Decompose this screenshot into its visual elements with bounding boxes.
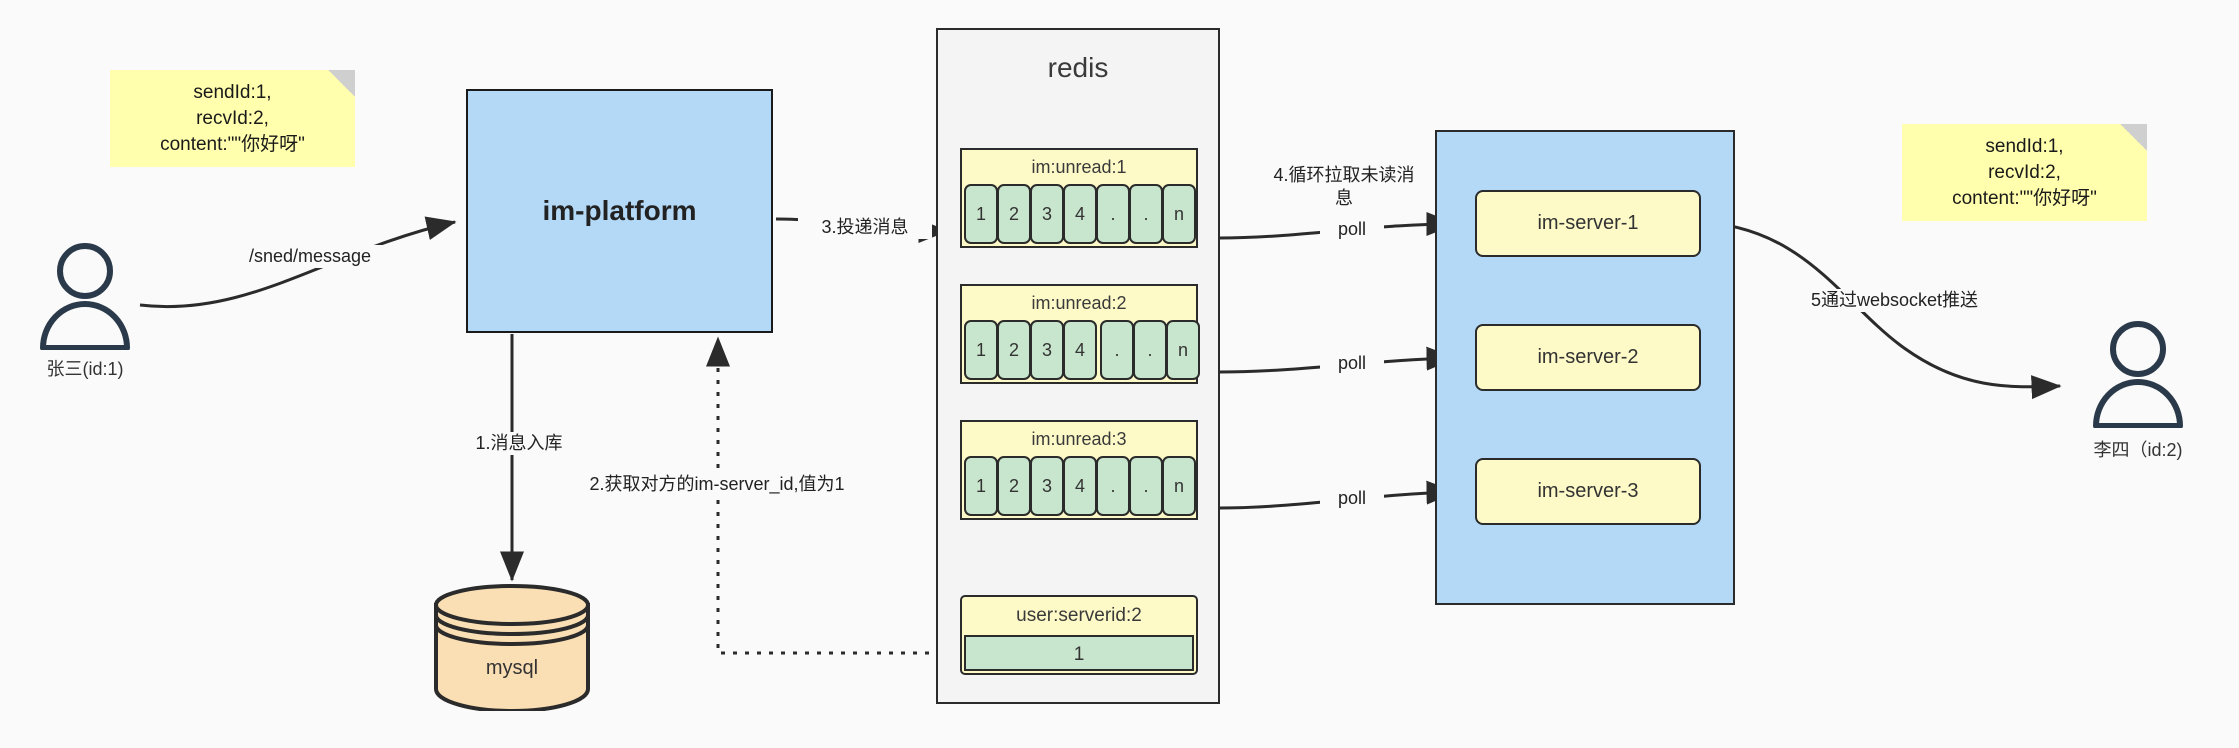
redis-cell: n [1162, 456, 1196, 516]
redis-cell: . [1133, 320, 1167, 380]
redis-cell: 2 [997, 320, 1031, 380]
actor-sender-label: 张三(id:1) [46, 359, 124, 379]
actor-receiver-label: 李四（id:2) [2093, 440, 2183, 460]
redis-key-unread-1-cells: 1 2 3 4 . . n [962, 184, 1196, 244]
redis-key-unread-3-cells: 1 2 3 4 . . n [962, 456, 1196, 516]
edge-label-step3: 3.投递消息 [798, 216, 932, 239]
note-receiver-payload-text: sendId:1, recvId:2, content:""你好呀" [1952, 135, 2097, 209]
redis-cell: 3 [1030, 184, 1064, 244]
redis-cell: 4 [1063, 456, 1097, 516]
redis-cell: 3 [1030, 320, 1064, 380]
redis-key-unread-3[interactable]: im:unread:3 1 2 3 4 . . n [960, 420, 1198, 520]
redis-cell: 4 [1063, 184, 1097, 244]
redis-key-unread-3-label: im:unread:3 [1031, 429, 1127, 449]
edge-label-step2: 2.获取对方的im-server_id,值为1 [570, 473, 864, 496]
node-im-server-3[interactable]: im-server-3 [1475, 458, 1701, 525]
redis-cell: 4 [1063, 320, 1097, 380]
redis-key-user-serverid[interactable]: user:serverid:2 1 [960, 595, 1198, 675]
person-icon [2093, 321, 2183, 429]
redis-key-unread-2-label: im:unread:2 [1031, 293, 1127, 313]
note-sender-payload: sendId:1, recvId:2, content:""你好呀" [110, 70, 355, 167]
redis-cell: . [1096, 456, 1130, 516]
redis-key-unread-2-cells: 1 2 3 4 . . n [962, 320, 1200, 380]
redis-cell: . [1129, 184, 1163, 244]
note-sender-payload-text: sendId:1, recvId:2, content:""你好呀" [160, 81, 305, 155]
edge-label-step1: 1.消息入库 [442, 432, 596, 455]
actor-sender [30, 240, 140, 351]
redis-key-unread-1[interactable]: im:unread:1 1 2 3 4 . . n [960, 148, 1198, 248]
redis-cell: . [1096, 184, 1130, 244]
edge-label-step4: 4.循环拉取未读消 息 [1254, 164, 1434, 210]
redis-key-unread-2[interactable]: im:unread:2 1 2 3 4 . . n [960, 284, 1200, 384]
redis-key-unread-1-label: im:unread:1 [1031, 157, 1127, 177]
node-im-platform-label: im-platform [542, 195, 697, 226]
redis-cell: 2 [997, 456, 1031, 516]
edge-label-poll-1: poll [1320, 218, 1384, 241]
edge-label-poll-2: poll [1320, 352, 1384, 375]
actor-receiver [2083, 318, 2193, 429]
redis-cell: 1 [964, 184, 998, 244]
redis-cell: 2 [997, 184, 1031, 244]
node-im-server-2[interactable]: im-server-2 [1475, 324, 1701, 391]
node-mysql[interactable]: mysql [432, 583, 592, 713]
edge-label-poll-3: poll [1320, 487, 1384, 510]
cylinder-icon [434, 584, 590, 713]
node-im-server-2-label: im-server-2 [1537, 346, 1639, 368]
redis-cell: n [1162, 184, 1196, 244]
redis-key-user-serverid-label: user:serverid:2 [1016, 605, 1142, 626]
person-icon [40, 243, 130, 351]
redis-cell: . [1100, 320, 1134, 380]
node-mysql-label: mysql [485, 657, 539, 680]
edge-label-send-message: /sned/message [228, 245, 392, 268]
note-fold-icon [328, 70, 355, 97]
node-im-server-1-label: im-server-1 [1537, 212, 1639, 234]
note-receiver-payload: sendId:1, recvId:2, content:""你好呀" [1902, 124, 2147, 221]
note-fold-icon [2120, 124, 2147, 151]
redis-cell: n [1166, 320, 1200, 380]
node-im-server-3-label: im-server-3 [1537, 480, 1639, 502]
node-im-platform[interactable]: im-platform [466, 89, 773, 333]
node-im-server-1[interactable]: im-server-1 [1475, 190, 1701, 257]
redis-cell: . [1129, 456, 1163, 516]
redis-cell: 1 [964, 456, 998, 516]
redis-cell: 1 [964, 320, 998, 380]
edge-label-step5: 5通过websocket推送 [1780, 289, 2009, 312]
redis-cell: 3 [1030, 456, 1064, 516]
redis-title: redis [1047, 52, 1109, 83]
redis-key-user-serverid-value: 1 [964, 635, 1194, 671]
